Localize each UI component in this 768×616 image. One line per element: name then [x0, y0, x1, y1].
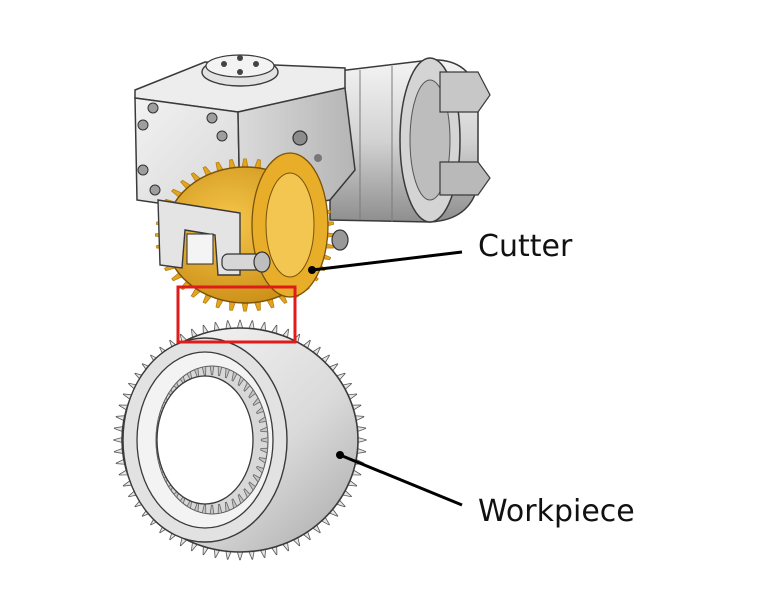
- workpiece-leader-dot: [336, 451, 344, 459]
- internal-tooth: [217, 365, 223, 377]
- internal-tooth: [260, 437, 269, 443]
- workpiece-tooth: [236, 319, 244, 329]
- cutter-tooth: [241, 158, 249, 168]
- internal-tooth: [252, 473, 261, 483]
- internal-tooth: [217, 503, 223, 515]
- cutter-tooth: [241, 302, 249, 312]
- workpiece-leader-line: [339, 453, 463, 507]
- internal-tooth: [224, 501, 231, 513]
- cutter-label: Cutter: [478, 229, 573, 264]
- internal-tooth: [243, 381, 251, 392]
- internal-tooth: [243, 488, 251, 499]
- internal-tooth: [231, 498, 238, 509]
- internal-tooth: [258, 416, 267, 423]
- internal-tooth: [258, 457, 267, 464]
- workpiece-tooth: [357, 437, 367, 443]
- internal-tooth: [248, 389, 257, 399]
- internal-tooth: [237, 375, 245, 387]
- contact-zone-highlight-box: [176, 285, 297, 344]
- spindle-holder: [329, 57, 491, 223]
- cutter-leader-dot: [308, 266, 316, 274]
- cutter-leader-line: [311, 250, 463, 272]
- workpiece-tooth: [113, 437, 123, 443]
- workpiece-tooth: [113, 426, 124, 433]
- internal-tooth: [256, 406, 265, 415]
- workpiece-tooth: [356, 447, 367, 454]
- cutter-gear: [155, 152, 349, 312]
- internal-tooth: [209, 504, 215, 515]
- internal-tooth: [231, 371, 238, 382]
- internal-tooth: [224, 367, 231, 379]
- workpiece-tooth: [236, 551, 244, 561]
- workpiece-label: Workpiece: [478, 494, 635, 529]
- tool-head-block: [134, 54, 356, 216]
- workpiece-gear: [113, 319, 367, 561]
- internal-tooth: [252, 397, 261, 407]
- workpiece-tooth: [113, 447, 124, 454]
- internal-tooth: [237, 493, 245, 505]
- internal-tooth: [248, 481, 257, 491]
- internal-tooth: [260, 447, 269, 454]
- workpiece-tooth: [356, 426, 367, 433]
- internal-tooth: [260, 426, 269, 433]
- internal-tooth: [256, 465, 265, 474]
- internal-tooth: [209, 365, 215, 376]
